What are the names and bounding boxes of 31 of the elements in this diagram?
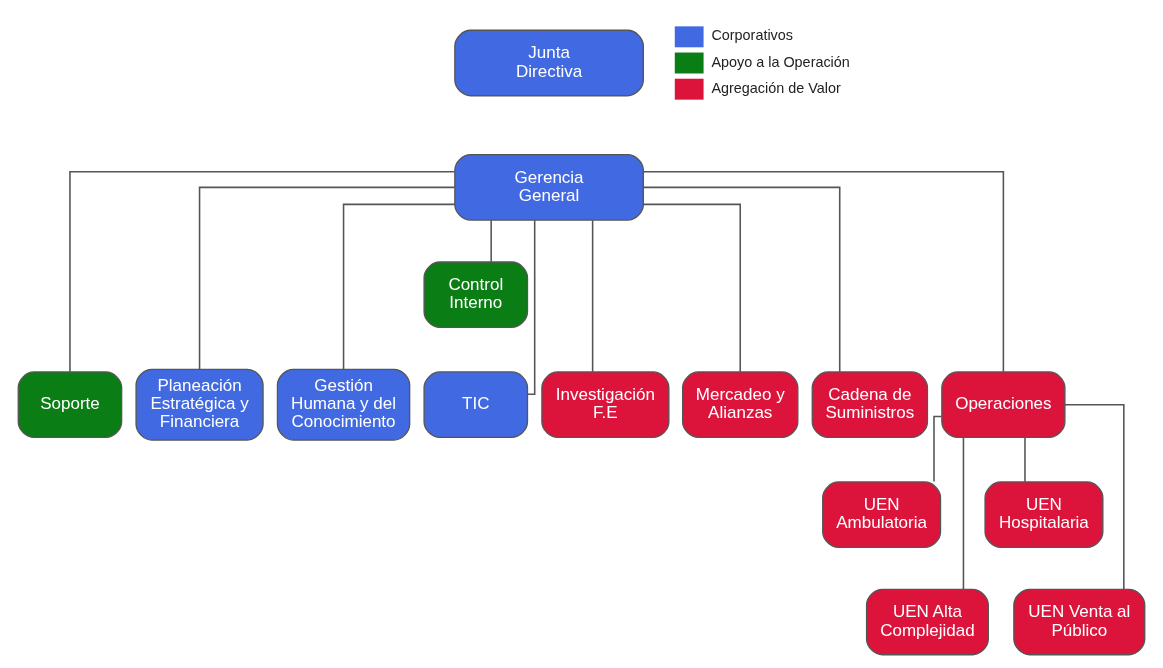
node-box: Operaciones — [941, 371, 1066, 439]
connector — [69, 170, 456, 373]
node-box: Mercadeo y Alianzas — [681, 371, 799, 439]
node-box: Investigación F.E — [541, 371, 670, 439]
node-box: Control Interno — [423, 261, 529, 329]
node-box: UEN Alta Complejidad — [865, 588, 989, 656]
node-box: Gerencia General — [454, 154, 644, 221]
node-box: UEN Hospitalaria — [984, 481, 1104, 549]
connector — [642, 186, 841, 373]
node-box: Junta Directiva — [454, 29, 644, 97]
node-box: Soporte — [17, 371, 123, 439]
connector — [490, 219, 492, 263]
node-box: Gestión Humana y del Conocimiento — [276, 368, 411, 441]
connector — [342, 203, 456, 371]
legend-label: Agregación de Valor — [711, 79, 841, 96]
node-box: TIC — [423, 371, 529, 439]
connector — [642, 203, 741, 373]
legend-label: Apoyo a la Operación — [711, 53, 850, 70]
connector — [1064, 403, 1125, 590]
legend-label: Corporativos — [711, 27, 794, 44]
node-box: Cadena de Suministros — [811, 371, 929, 439]
connector — [962, 436, 965, 590]
node-box: Planeación Estratégica y Financiera — [135, 368, 264, 441]
connector — [933, 415, 943, 483]
connector — [591, 219, 594, 373]
connector — [643, 170, 1005, 373]
node-box: UEN Venta al Público — [1013, 588, 1146, 656]
connector — [527, 219, 536, 395]
connector — [198, 186, 456, 371]
connector — [1024, 436, 1026, 483]
node-box: UEN Ambulatoria — [822, 481, 942, 549]
